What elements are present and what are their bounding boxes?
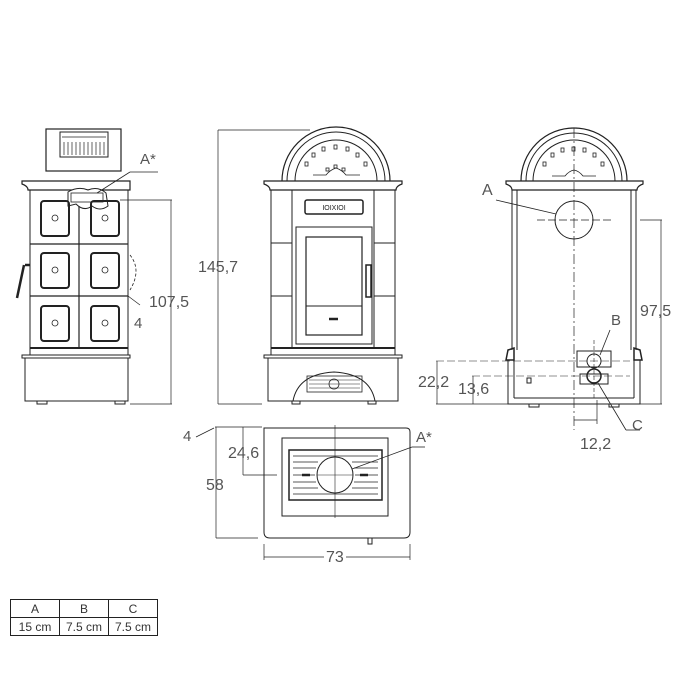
svg-text:IOIXIOI: IOIXIOI [322,205,345,212]
rear-label-b: B [611,312,622,329]
top-label-a-star: A* [416,429,432,446]
header-c: C [108,599,158,618]
value-c: 7.5 cm [108,617,158,636]
side-label-a-star: A* [140,151,156,168]
side-dim-gap: 4 [134,315,143,332]
top-dim-73: 73 [324,549,346,566]
value-a: 15 cm [10,617,60,636]
top-view [195,425,425,560]
rear-dim-22-2: 22,2 [418,374,450,391]
side-dim-height: 107,5 [149,294,190,311]
rear-dim-12-2: 12,2 [580,436,612,453]
rear-label-c: C [632,417,643,434]
front-dim-height: 145,7 [198,259,239,276]
side-view [15,128,172,405]
header-b: B [59,599,109,618]
top-dim-24-6: 24,6 [228,445,260,462]
table-row: 15 cm 7.5 cm 7.5 cm [10,617,158,636]
rear-dim-13-6: 13,6 [458,381,490,398]
top-dim-4: 4 [183,428,192,445]
table-header-row: A B C [10,599,158,618]
value-b: 7.5 cm [59,617,109,636]
rear-view [436,127,662,431]
front-view: IOIXIOI [217,126,403,405]
top-dim-58: 58 [206,477,224,494]
rear-dim-height: 97,5 [640,303,672,320]
header-a: A [10,599,60,618]
rear-label-a: A [482,182,493,199]
connection-size-table: A B C 15 cm 7.5 cm 7.5 cm [10,599,158,636]
